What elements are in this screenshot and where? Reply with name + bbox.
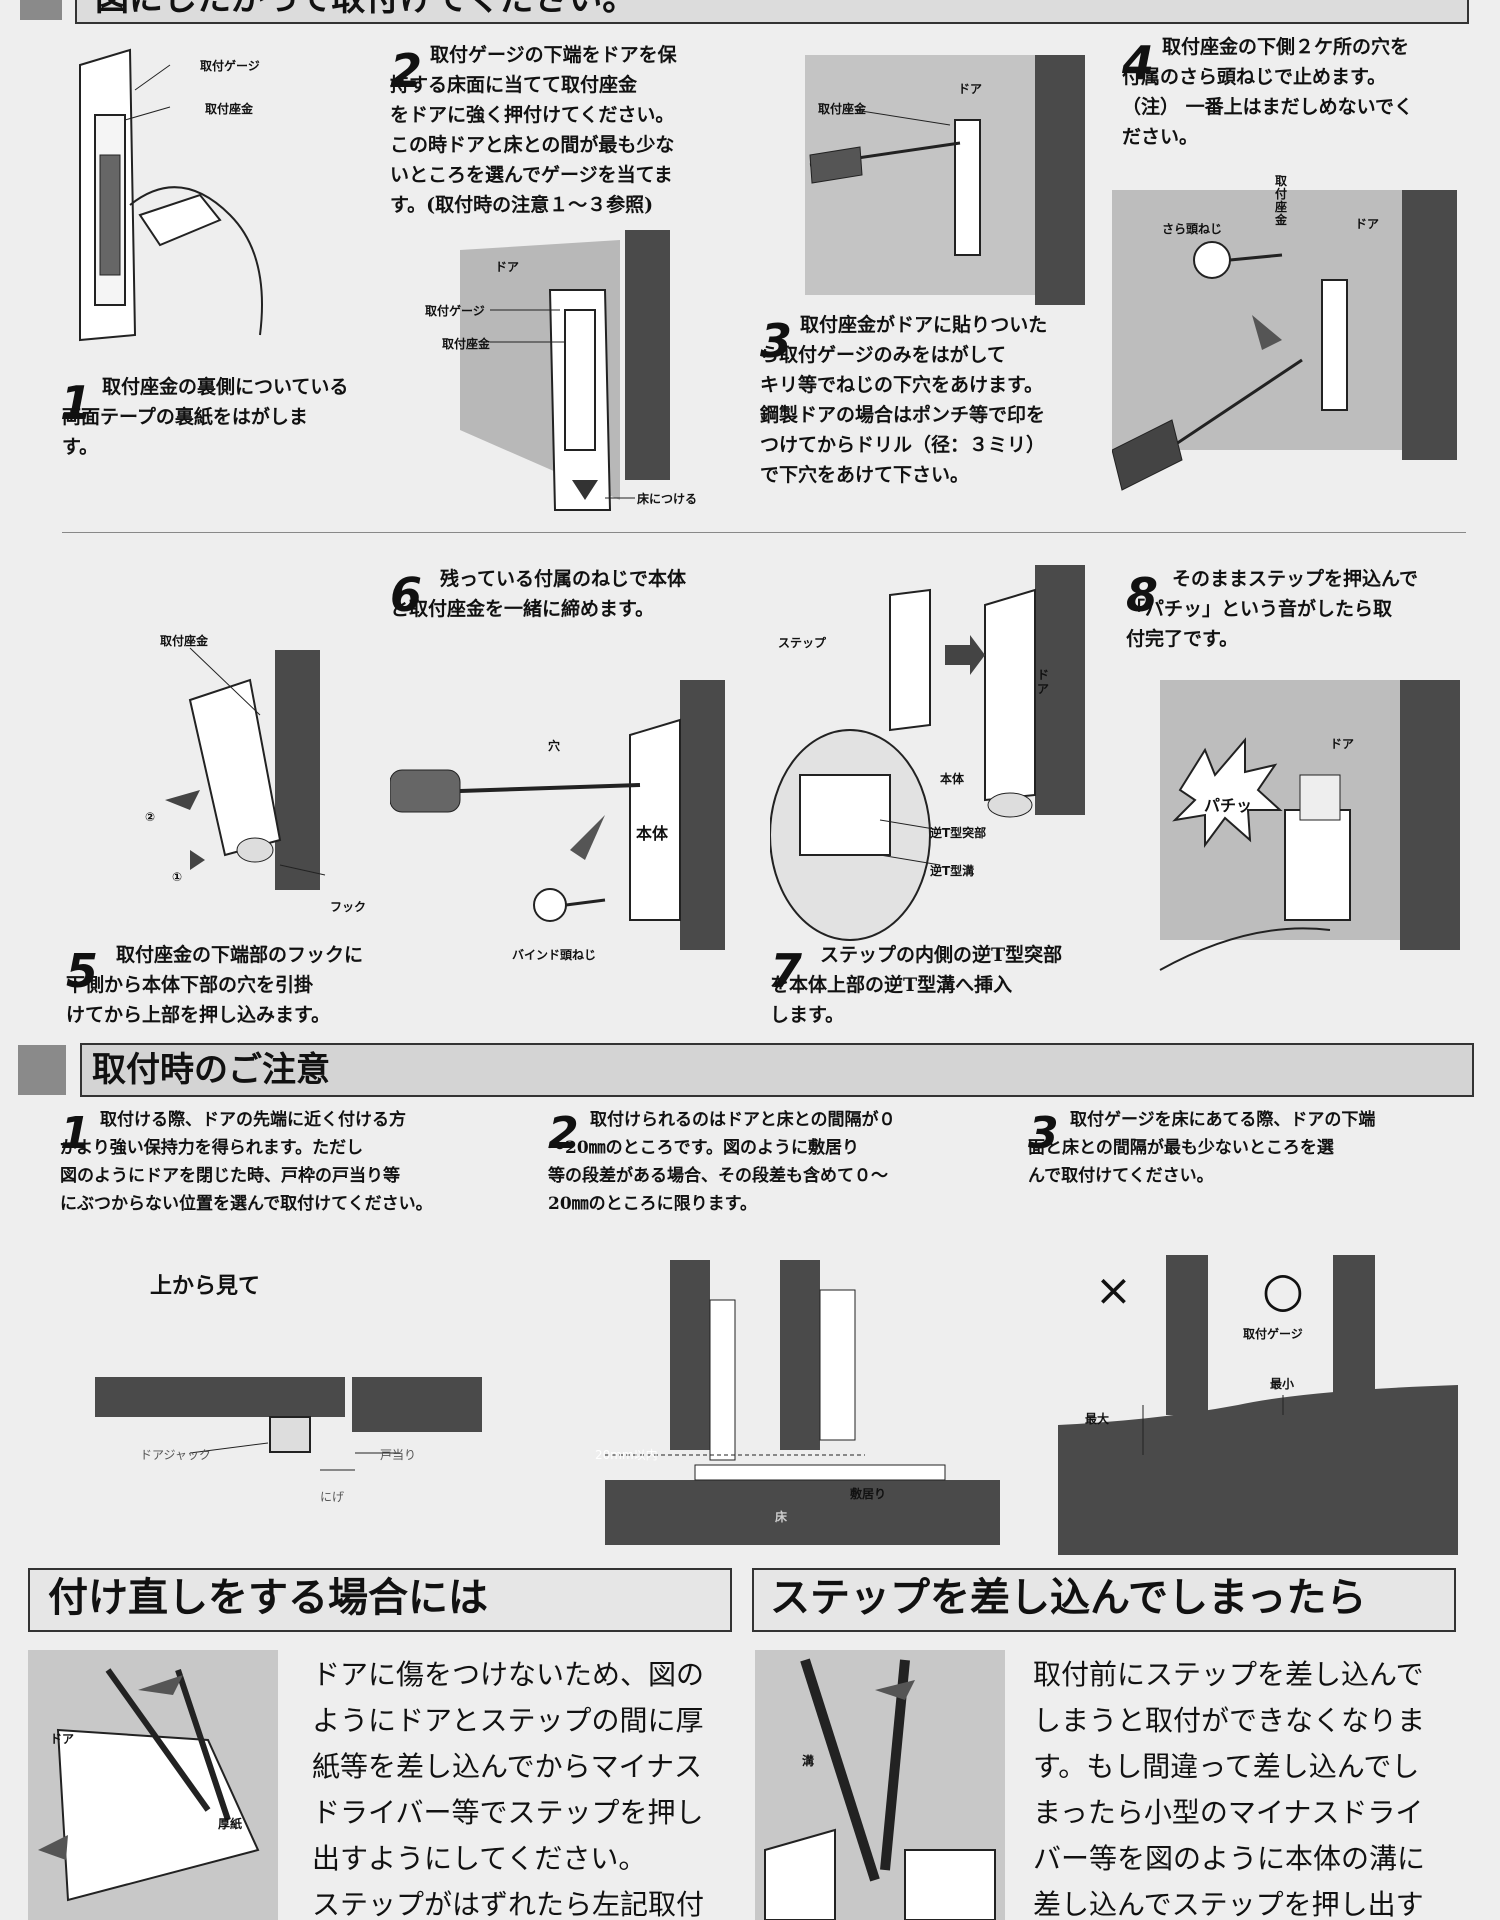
step-3-text: 取付座金がドアに貼りついた ら取付ゲージのみをはがして キリ等でねじの下穴をあけ… [760,310,1110,490]
x-mark: × [1095,1265,1132,1316]
label-body-6: 本体 [636,820,668,844]
step3-illustration [800,55,1090,305]
label-door-bottom: ドア [50,1730,74,1747]
top-view-label: 上から見て [150,1268,260,1300]
label-click: パチッ [1204,792,1252,816]
caution2-illustration [605,1260,1005,1550]
label-countersunk-screw: さら頭ねじ [1162,220,1222,237]
label-t-protrusion: 逆T型突部 [930,824,986,841]
label-doorjack: ドアジャック [140,1446,211,1463]
inserted-title: ステップを差し込んでしまったら [770,1568,1366,1628]
caution-3-text: 取付ゲージを床にあてる際、ドアの下端 面と床との間隔が最も少ないところを選 んで… [1028,1106,1468,1190]
step5-illustration [130,640,390,900]
label-binding-screw: バインド頭ねじ [512,946,596,963]
label-step-7: ステップ [778,634,826,651]
caution-1-text: 取付ける際、ドアの先端に近く付ける方 がより強い保持力を得られます。ただし 図の… [60,1106,520,1218]
header-square [20,0,62,20]
caution-square [18,1045,66,1095]
inserted-text: 取付前にステップを差し込んで しまうと取付ができなくなりま す。もし間違って差し… [1033,1652,1463,1920]
step-5-text: 取付座金の下端部のフックに 下側から本体下部の穴を引掛 けてから上部を押し込みま… [66,940,426,1030]
label-washer-3: 取付座金 [818,100,866,117]
label-washer-2: 取付座金 [442,335,490,352]
label-gauge-1: 取付ゲージ [200,57,260,74]
label-clearance: にげ [320,1488,344,1505]
label-body-7: 本体 [940,770,964,787]
label-gauge-2: 取付ゲージ [425,302,485,319]
label-door-3: ドア [958,80,982,97]
label-door-8: ドア [1330,735,1354,752]
reattach-text: ドアに傷をつけないため、図の ようにドアとステップの間に厚 紙等を差し込んでから… [312,1652,732,1920]
label-door-7: ドア [1037,668,1051,696]
inserted-illustration [755,1650,1005,1920]
label-hole: 穴 [548,737,560,754]
label-circle-1: ① [172,870,182,884]
label-doorstop: 戸当り [380,1446,416,1463]
label-within20: 20mm以内 [595,1446,658,1463]
step6-illustration [390,680,740,950]
step-8-text: そのままステップを押込んで 「パチッ」という音がしたら取 付完了です。 [1126,564,1476,654]
caution-title: 取付時のご注意 [92,1045,330,1095]
label-washer-1: 取付座金 [205,100,253,117]
reattach-illustration [28,1650,278,1920]
step8-illustration [1150,680,1470,980]
row-divider [62,532,1466,533]
label-door-4: ドア [1355,215,1379,232]
step-6-text: 残っている付属のねじで本体 と取付座金を一緒に締めます。 [390,564,750,624]
label-circle-2: ② [145,810,155,824]
label-groove: 溝 [802,1752,814,1769]
label-min: 最小 [1270,1375,1294,1392]
label-max: 最大 [1085,1410,1109,1427]
label-cardboard: 厚紙 [218,1815,242,1832]
step7-illustration [770,565,1090,945]
step-2-text: 取付ゲージの下端をドアを保 持する床面に当てて取付座金 をドアに強く押付けてくだ… [390,40,740,220]
step1-illustration [60,45,310,345]
label-hook: フック [330,898,366,915]
caution1-illustration [90,1365,490,1515]
label-floor-touch: 床につける [637,490,697,507]
label-washer-5: 取付座金 [160,632,208,649]
reattach-title: 付け直しをする場合には [48,1568,488,1628]
step-7-text: ステップの内側の逆T型突部 を本体上部の逆T型溝へ挿入 します。 [770,940,1130,1030]
caution-2-text: 取付けられるのはドアと床との間隔が０ ～20㎜のところです。図のように敷居り 等… [548,1106,988,1218]
label-gauge-caution: 取付ゲージ [1243,1325,1303,1342]
label-t-groove: 逆T型溝 [930,862,974,879]
page-title: 図にしたがって取付けてください。 [95,0,636,20]
label-floor-2: 床 [775,1508,787,1525]
step-1-text: 取付座金の裏側についている 両面テープの裏紙をはがしま す。 [62,372,422,462]
step-4-text: 取付座金の下側２ケ所の穴を 付属のさら頭ねじで止めます。 （注） 一番上はまだし… [1122,32,1482,152]
label-washer-4: 取付座金 [1275,175,1289,227]
label-threshold: 敷居り [850,1485,886,1502]
o-mark: ○ [1262,1262,1304,1318]
label-door-2: ドア [495,258,519,275]
